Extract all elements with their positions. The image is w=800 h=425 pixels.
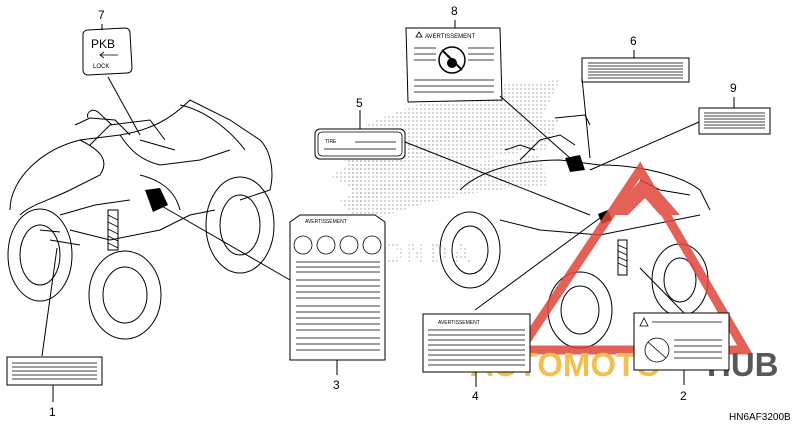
diagram-code: HN6AF3200B [729, 412, 791, 423]
leader-lines [41, 20, 735, 402]
label-7-pkb-lock: PKB LOCK [82, 27, 133, 76]
callout-8: 8 [451, 4, 458, 18]
pkb-text: PKB [91, 37, 115, 51]
callout-9: 9 [730, 81, 737, 95]
label-8-heading: AVERTISSEMENT [425, 34, 475, 40]
atv-left-illustration [7, 99, 275, 340]
callout-3: 3 [333, 378, 340, 392]
callout-4: 4 [472, 389, 479, 403]
label-1 [6, 356, 103, 386]
label-3-warning: AVERTISSEMENT [289, 214, 386, 361]
tire-heading: TIRE [325, 139, 337, 145]
label-5-tire: TIRE [314, 128, 406, 160]
callout-1: 1 [49, 405, 56, 419]
callout-6: 6 [630, 34, 637, 48]
label-3-heading: AVERTISSEMENT [305, 219, 347, 225]
label-9 [698, 107, 771, 135]
callout-2: 2 [680, 389, 687, 403]
automotohub-watermark: AUTOMOTO HUB [470, 161, 779, 383]
label-4-warning: AVERTISSEMENT [422, 313, 531, 373]
label-6 [581, 57, 690, 83]
lock-text: LOCK [93, 64, 109, 70]
callout-7: 7 [98, 8, 105, 22]
label-2 [633, 312, 730, 371]
callout-5: 5 [356, 96, 363, 110]
label-8-warning: AVERTISSEMENT [405, 27, 503, 103]
label-4-heading: AVERTISSEMENT [438, 320, 480, 326]
